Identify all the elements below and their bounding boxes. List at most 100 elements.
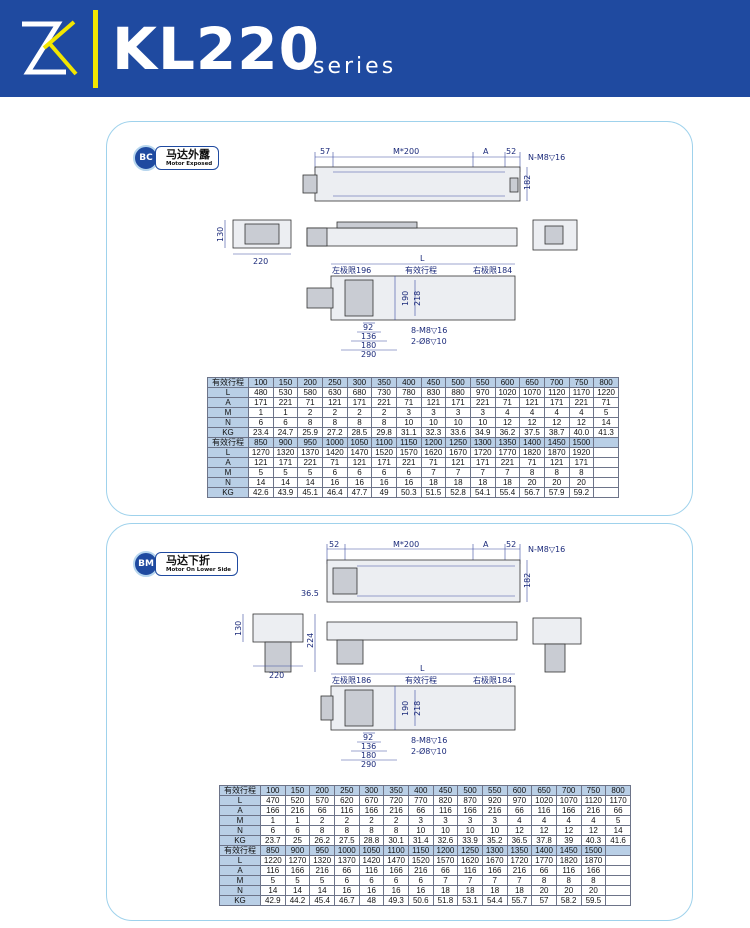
table-cell: 35.2 bbox=[481, 835, 508, 846]
table-cell: 3 bbox=[445, 407, 471, 418]
table-cell: 25 bbox=[284, 835, 311, 846]
table-cell: 7 bbox=[445, 467, 471, 478]
table-cell: 6 bbox=[284, 825, 311, 836]
table-cell: 171 bbox=[272, 457, 299, 468]
table-cell: 171 bbox=[248, 397, 274, 408]
row-header-cell: L bbox=[207, 447, 249, 458]
table-cell: 166 bbox=[555, 805, 582, 816]
dim-label: 52 bbox=[506, 540, 516, 549]
table-cell: 700 bbox=[555, 785, 582, 796]
table-cell: 1170 bbox=[605, 795, 631, 806]
table-cell: 12 bbox=[494, 417, 521, 428]
table-cell: 4 bbox=[506, 815, 533, 826]
accent-bar bbox=[93, 10, 98, 88]
row-header-cell: L bbox=[219, 855, 261, 866]
table-cell: 166 bbox=[580, 865, 607, 876]
table-cell: 14 bbox=[309, 885, 335, 896]
table-cell: 216 bbox=[383, 805, 409, 816]
table-cell: 350 bbox=[371, 377, 397, 388]
table-cell: 8 bbox=[321, 417, 348, 428]
dim-label: 右极限184 bbox=[473, 265, 512, 275]
table-cell: 830 bbox=[420, 387, 447, 398]
table-cell: 1320 bbox=[309, 855, 335, 866]
table-cell: 870 bbox=[457, 795, 483, 806]
table-cell: 5 bbox=[272, 467, 299, 478]
table-cell: 950 bbox=[297, 437, 323, 448]
table-cell: 650 bbox=[519, 377, 545, 388]
table-cell: 14 bbox=[605, 825, 631, 836]
table-cell: 66 bbox=[432, 865, 459, 876]
table-cell: 7 bbox=[506, 875, 533, 886]
table-cell: 1 bbox=[272, 407, 299, 418]
table-cell: 45.4 bbox=[309, 895, 335, 906]
table-cell bbox=[605, 895, 631, 906]
dim-label: 右极限184 bbox=[473, 675, 512, 685]
table-cell: 57.9 bbox=[543, 487, 570, 498]
dim-label: 57 bbox=[320, 147, 330, 156]
table-cell: 400 bbox=[395, 377, 422, 388]
row-header-cell: 有效行程 bbox=[219, 785, 261, 796]
table-cell bbox=[605, 865, 631, 876]
table-cell: 28.5 bbox=[346, 427, 373, 438]
table-cell: 14 bbox=[593, 417, 619, 428]
table-cell: 1620 bbox=[457, 855, 483, 866]
table-cell: 41.6 bbox=[605, 835, 631, 846]
table-cell: 46.4 bbox=[321, 487, 348, 498]
table-cell: 1 bbox=[284, 815, 311, 826]
table-cell: 8 bbox=[333, 825, 360, 836]
table-cell: 1770 bbox=[531, 855, 557, 866]
table-cell: 1470 bbox=[383, 855, 409, 866]
table-cell: 5 bbox=[593, 407, 619, 418]
table-cell: 800 bbox=[605, 785, 631, 796]
table-cell: 71 bbox=[494, 397, 521, 408]
table-cell: 37.5 bbox=[519, 427, 545, 438]
table-cell: 32.6 bbox=[432, 835, 459, 846]
table-cell: 7 bbox=[432, 875, 459, 886]
dim-label: 左极限196 bbox=[332, 265, 371, 275]
table-cell: 171 bbox=[469, 457, 496, 468]
table-cell: 27.2 bbox=[321, 427, 348, 438]
table-cell: 10 bbox=[420, 417, 447, 428]
table-cell: 950 bbox=[309, 845, 335, 856]
table-cell: 100 bbox=[248, 377, 274, 388]
table-cell: 820 bbox=[432, 795, 459, 806]
table-cell: 750 bbox=[568, 377, 595, 388]
table-cell: 171 bbox=[445, 397, 471, 408]
table-cell: 24.7 bbox=[272, 427, 299, 438]
table-cell: 33.9 bbox=[457, 835, 483, 846]
table-cell: 16 bbox=[358, 885, 385, 896]
table-cell: 630 bbox=[321, 387, 348, 398]
table-cell: 6 bbox=[333, 875, 360, 886]
table-cell: 1870 bbox=[543, 447, 570, 458]
table-cell: 10 bbox=[407, 825, 434, 836]
table-cell: 900 bbox=[272, 437, 299, 448]
table-cell: 18 bbox=[494, 477, 521, 488]
row-header-cell: L bbox=[219, 795, 261, 806]
table-cell: 8 bbox=[297, 417, 323, 428]
table-cell: 166 bbox=[457, 805, 483, 816]
table-cell: 150 bbox=[272, 377, 299, 388]
company-logo bbox=[22, 20, 78, 76]
table-cell: 780 bbox=[395, 387, 422, 398]
badge-title: 马达外露 bbox=[166, 148, 210, 161]
table-cell: 27.5 bbox=[333, 835, 360, 846]
table-cell: 14 bbox=[272, 477, 299, 488]
table-cell: 1320 bbox=[272, 447, 299, 458]
table-cell: 71 bbox=[519, 457, 545, 468]
table-cell: 8 bbox=[346, 417, 373, 428]
table-cell: 3 bbox=[432, 815, 459, 826]
table-cell: 6 bbox=[395, 467, 422, 478]
table-cell: 6 bbox=[346, 467, 373, 478]
table-cell: 121 bbox=[248, 457, 274, 468]
table-cell: 7 bbox=[420, 467, 447, 478]
table-cell: 48 bbox=[358, 895, 385, 906]
table-cell: 480 bbox=[248, 387, 274, 398]
table-cell: 3 bbox=[469, 407, 496, 418]
table-cell: 1300 bbox=[481, 845, 508, 856]
table-cell: 16 bbox=[321, 477, 348, 488]
table-cell: 620 bbox=[333, 795, 360, 806]
